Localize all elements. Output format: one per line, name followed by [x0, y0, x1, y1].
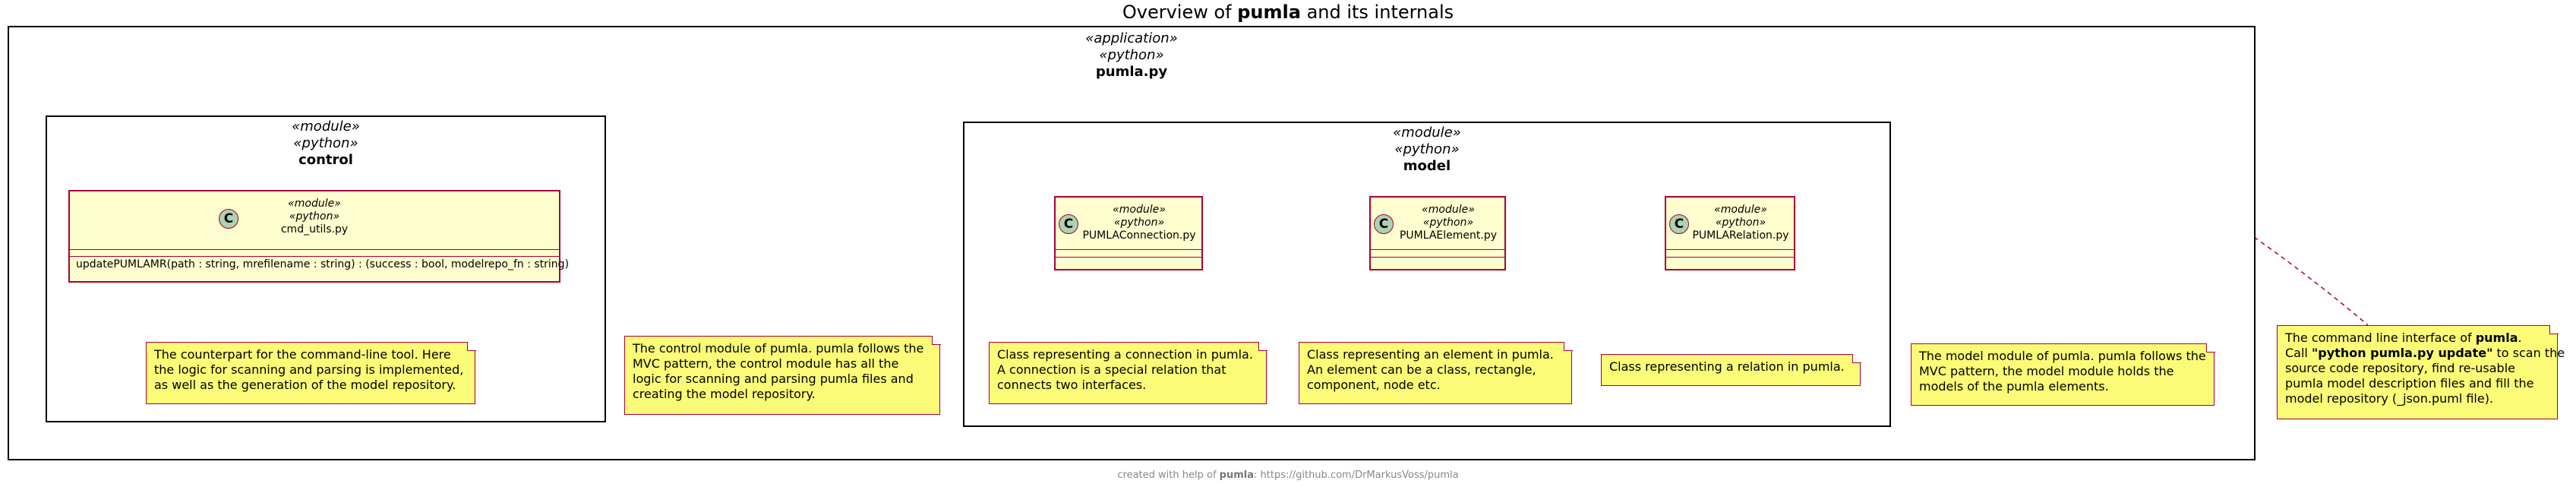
model-name: model — [1403, 158, 1451, 174]
model-stereotype: «module» — [1393, 125, 1461, 141]
note-pumla-connection: Class representing a connection in pumla… — [989, 341, 1267, 404]
class-language-stereotype: «python» — [1113, 217, 1165, 229]
note-line: Class representing a connection in pumla… — [997, 347, 1253, 362]
note-line: connects two interfaces. — [997, 378, 1147, 392]
control-language-stereotype: «python» — [293, 135, 358, 151]
note-model-module: The model module of pumla. pumla follows… — [1911, 343, 2215, 406]
note-line: The command line interface of pumla. — [2285, 330, 2522, 345]
class-pumla-element: C «module» «python» PUMLAElement.py — [1369, 196, 1506, 270]
class-name: PUMLARelation.py — [1692, 229, 1789, 242]
class-stereotype: «module» — [1714, 204, 1767, 216]
note-line: MVC pattern, the control module has all … — [633, 356, 899, 371]
note-line: as well as the generation of the model r… — [154, 378, 456, 392]
class-stereotype: «module» — [1422, 204, 1475, 216]
note-line: The control module of pumla. pumla follo… — [633, 341, 924, 356]
note-pumla-relation: Class representing a relation in pumla. — [1601, 353, 1861, 386]
diagram-title: Overview of pumla and its internals — [1122, 2, 1454, 23]
class-badge-icon: C — [1059, 214, 1078, 234]
note-cmd-utils: The counterpart for the command-line too… — [146, 341, 476, 404]
note-line: The model module of pumla. pumla follows… — [1919, 349, 2206, 363]
footer-credit: created with help of pumla: https://gith… — [1117, 470, 1459, 481]
note-control-module: The control module of pumla. pumla follo… — [624, 335, 941, 415]
note-line: source code repository, find re-usable — [2285, 361, 2515, 375]
application-language-stereotype: «python» — [1099, 47, 1164, 63]
note-line: creating the model repository. — [633, 387, 816, 401]
note-line: An element can be a class, rectangle, — [1307, 362, 1536, 377]
note-line: models of the pumla elements. — [1919, 379, 2109, 394]
class-pumla-connection: C «module» «python» PUMLAConnection.py — [1054, 196, 1203, 270]
note-line: Class representing an element in pumla. — [1307, 347, 1554, 362]
note-line: logic for scanning and parsing pumla fil… — [633, 372, 914, 386]
class-language-stereotype: «python» — [289, 210, 340, 223]
class-cmd-utils: C «module» «python» cmd_utils.py updateP… — [68, 190, 570, 283]
class-name: PUMLAConnection.py — [1082, 229, 1196, 242]
note-line: component, node etc. — [1307, 378, 1441, 392]
application-stereotype: «application» — [1085, 30, 1178, 46]
class-stereotype: «module» — [288, 198, 341, 210]
application-name: pumla.py — [1095, 64, 1168, 80]
control-stereotype: «module» — [292, 119, 360, 134]
control-name: control — [298, 152, 353, 168]
note-line: Class representing a relation in pumla. — [1609, 359, 1845, 374]
note-application: The command line interface of pumla. Cal… — [2277, 324, 2565, 419]
class-language-stereotype: «python» — [1422, 217, 1474, 229]
class-stereotype: «module» — [1113, 204, 1166, 216]
class-language-stereotype: «python» — [1715, 217, 1766, 229]
class-pumla-relation: C «module» «python» PUMLARelation.py — [1665, 196, 1795, 270]
note-line: The counterpart for the command-line too… — [154, 347, 451, 362]
note-pumla-element: Class representing an element in pumla. … — [1299, 341, 1573, 404]
note-line: pumla model description files and fill t… — [2285, 376, 2534, 391]
note-line: MVC pattern, the model module holds the — [1919, 364, 2174, 378]
class-name: PUMLAElement.py — [1399, 229, 1498, 242]
note-line: model repository (_json.puml file). — [2285, 391, 2494, 406]
note-line: Call "python pumla.py update" to scan th… — [2285, 346, 2565, 360]
class-name: cmd_utils.py — [280, 223, 349, 236]
class-badge-icon: C — [1669, 214, 1689, 234]
class-badge-icon: C — [219, 209, 238, 229]
note-line: A connection is a special relation that — [997, 362, 1226, 377]
connector-app-note — [2253, 236, 2369, 326]
class-badge-icon: C — [1374, 214, 1394, 234]
model-language-stereotype: «python» — [1394, 141, 1460, 157]
class-method: updatePUMLAMR(path : string, mrefilename… — [76, 258, 570, 270]
note-line: the logic for scanning and parsing is im… — [154, 362, 464, 377]
